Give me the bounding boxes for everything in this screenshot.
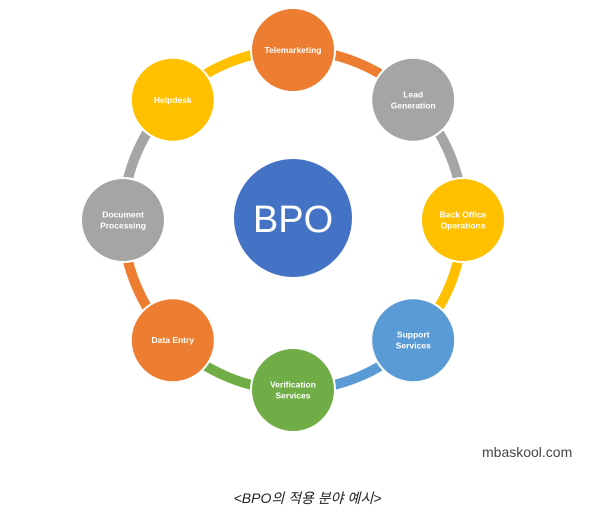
- node-circle: [80, 177, 166, 263]
- node-circle: [420, 177, 506, 263]
- node-label: Services: [276, 391, 311, 401]
- node-label: Data Entry: [152, 335, 195, 345]
- node-label: Document: [102, 210, 144, 220]
- figure-caption: <BPO의 적용 분야 예시>: [233, 490, 382, 506]
- node-circle: [129, 56, 216, 143]
- node-circle: [370, 297, 457, 384]
- node-label: Services: [396, 341, 431, 351]
- node-label: Verification: [270, 380, 316, 390]
- node-label: Lead: [403, 89, 423, 99]
- node-label: Back Office: [440, 210, 487, 220]
- node-circle: [250, 7, 336, 93]
- center-label: BPO: [253, 199, 333, 241]
- node-circle: [250, 347, 336, 433]
- node-circle: [129, 297, 216, 384]
- node-label: Support: [397, 330, 430, 340]
- node-label: Generation: [391, 100, 436, 110]
- node-circle: [370, 56, 457, 143]
- node-label: Telemarketing: [264, 45, 321, 55]
- source-credit: mbaskool.com: [482, 444, 573, 460]
- center-circle: [232, 157, 354, 279]
- node-label: Operations: [441, 221, 486, 231]
- node-label: Helpdesk: [154, 95, 192, 105]
- node-label: Processing: [100, 221, 146, 231]
